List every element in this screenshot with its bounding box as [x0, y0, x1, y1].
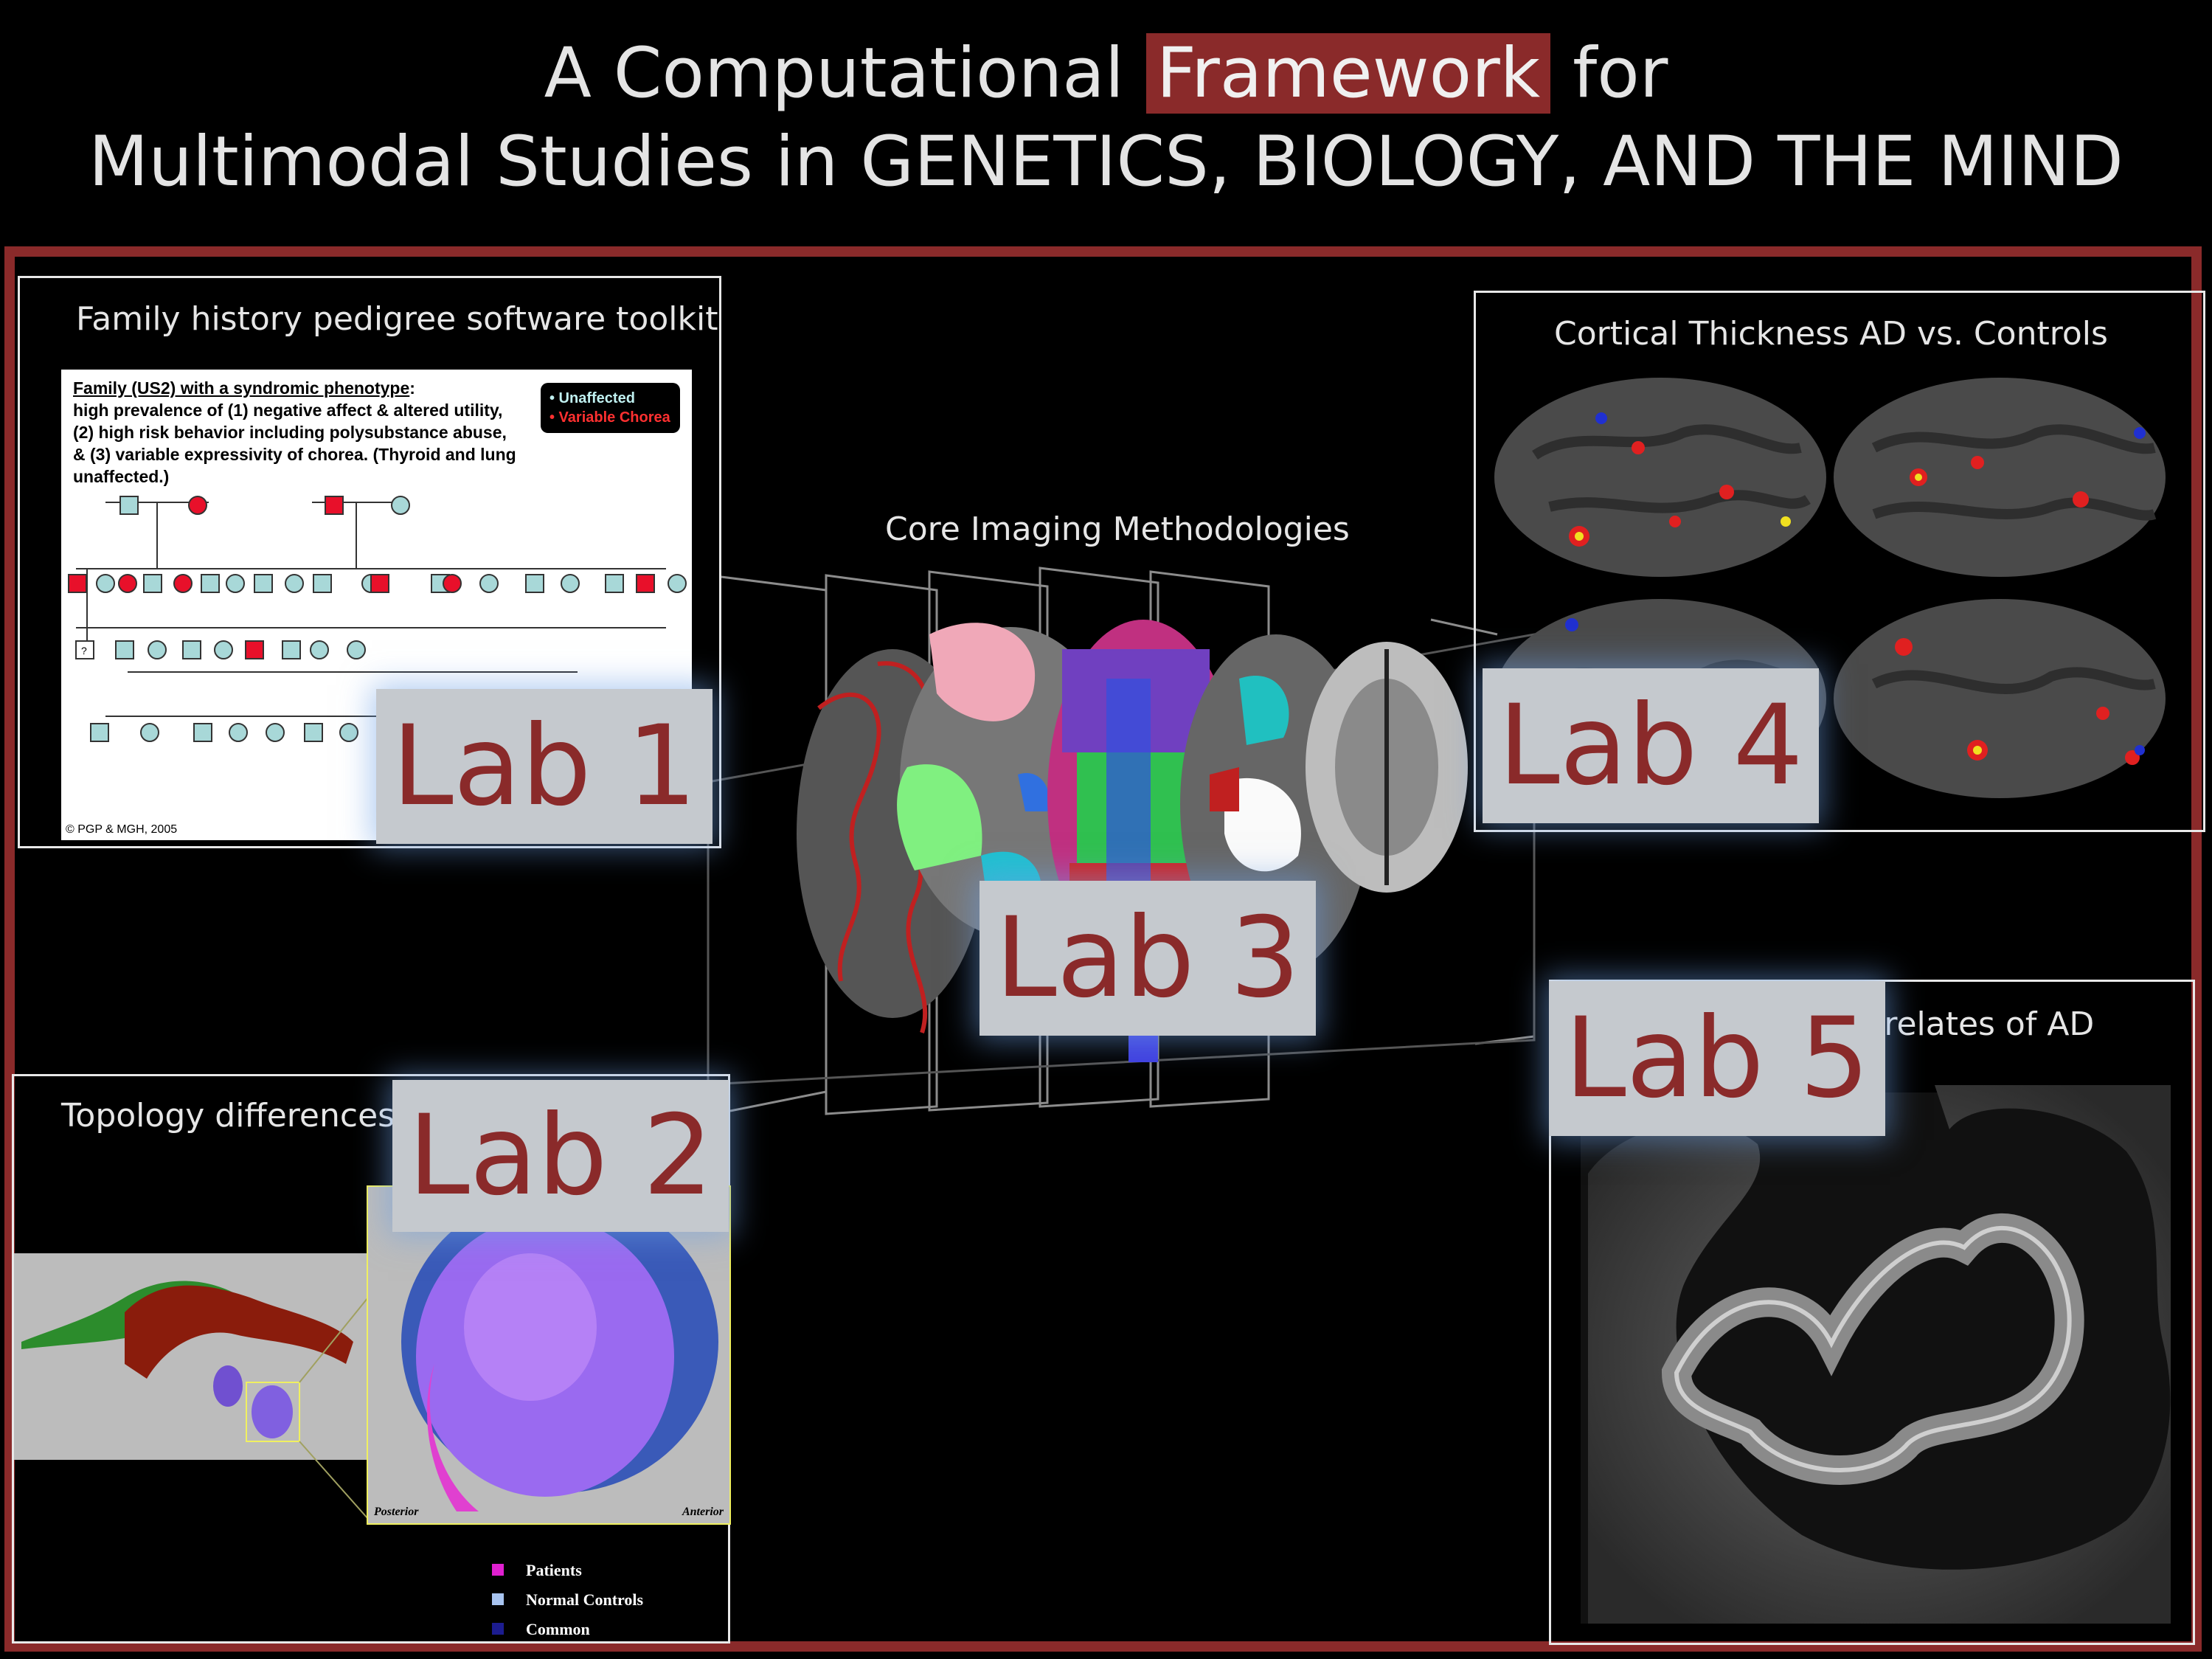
posterior-label: Posterior	[374, 1506, 419, 1518]
title-line-2: Multimodal Studies in GENETICS, BIOLOGY,…	[89, 122, 2123, 202]
anterior-label: Anterior	[682, 1506, 724, 1518]
pedigree-unknown-mark: ?	[81, 645, 87, 657]
topology-legend: Patients Normal Controls Common	[492, 1556, 643, 1644]
page-title: A Computational Framework for Multimodal…	[0, 30, 2212, 207]
topology-render	[14, 1253, 369, 1519]
legend-controls-swatch	[492, 1593, 504, 1605]
pedigree-desc-2: (2) high risk behavior including polysub…	[73, 423, 507, 442]
pedigree-copyright: © PGP & MGH, 2005	[66, 823, 178, 836]
topology-title: Topology differences i	[61, 1097, 415, 1135]
histology-image	[1581, 1085, 2171, 1624]
legend-patients-label: Patients	[526, 1561, 582, 1579]
pedigree-heading-colon: :	[409, 378, 415, 398]
slice-marker	[1128, 1033, 1158, 1062]
pedigree-desc-1: high prevalence of (1) negative affect &…	[73, 401, 503, 420]
lab-4-box[interactable]: Lab 4	[1483, 668, 1819, 823]
title-line-1: A Computational Framework for	[0, 30, 2212, 118]
title-line-1-suffix: for	[1550, 33, 1668, 114]
legend-controls-label: Normal Controls	[526, 1590, 644, 1609]
pedigree-heading: Family (US2) with a syndromic phenotype	[73, 378, 410, 398]
legend-patients-swatch	[492, 1564, 504, 1576]
legend-patients: Patients	[492, 1556, 643, 1585]
lab-2-box[interactable]: Lab 2	[392, 1080, 729, 1232]
lab-5-box[interactable]: Lab 5	[1549, 981, 1885, 1136]
t1-axial-slice	[1306, 642, 1468, 893]
lab-3-box[interactable]: Lab 3	[980, 881, 1316, 1036]
pedigree-description: Family (US2) with a syndromic phenotype:…	[73, 377, 545, 488]
cortical-thickness-title: Cortical Thickness AD vs. Controls	[1554, 315, 2108, 353]
topology-zoom-view: Posterior Anterior	[367, 1185, 731, 1525]
correlates-title: rrelates of AD	[1871, 1005, 2095, 1043]
legend-common-label: Common	[526, 1620, 590, 1638]
title-line-1-prefix: A Computational	[544, 33, 1146, 114]
pedigree-title: Family history pedigree software toolkit	[76, 300, 718, 338]
medial-right-hemisphere	[1834, 599, 2166, 798]
legend-common-swatch	[492, 1623, 504, 1635]
pedigree-tree: ?	[68, 496, 687, 742]
pedigree-heading-line: Family (US2) with a syndromic phenotype:	[73, 377, 545, 399]
legend-common: Common	[492, 1615, 643, 1644]
correlates-panel: rrelates of AD	[1549, 980, 2195, 1645]
lab-1-box[interactable]: Lab 1	[376, 689, 713, 844]
cortical-thickness-panel: Cortical Thickness AD vs. Controls	[1474, 291, 2205, 832]
lateral-right-hemisphere	[1834, 378, 2166, 577]
core-imaging-label: Core Imaging Methodologies	[885, 510, 1350, 548]
legend-normal-controls: Normal Controls	[492, 1585, 643, 1615]
red-structure	[125, 1285, 353, 1379]
pedigree-legend: • Unaffected • Variable Chorea	[541, 383, 680, 433]
pedigree-desc-3: & (3) variable expressivity of chorea. (…	[73, 445, 516, 486]
legend-unaffected: • Unaffected	[549, 390, 635, 406]
lateral-left-hemisphere	[1494, 378, 1826, 577]
cortical-maps-image	[1494, 378, 2166, 798]
title-highlight: Framework	[1145, 33, 1551, 114]
legend-variable-chorea: • Variable Chorea	[549, 409, 670, 426]
topology-panel: Topology differences i Posterior Anterio…	[12, 1074, 731, 1644]
zoomed-structure	[401, 1191, 718, 1511]
